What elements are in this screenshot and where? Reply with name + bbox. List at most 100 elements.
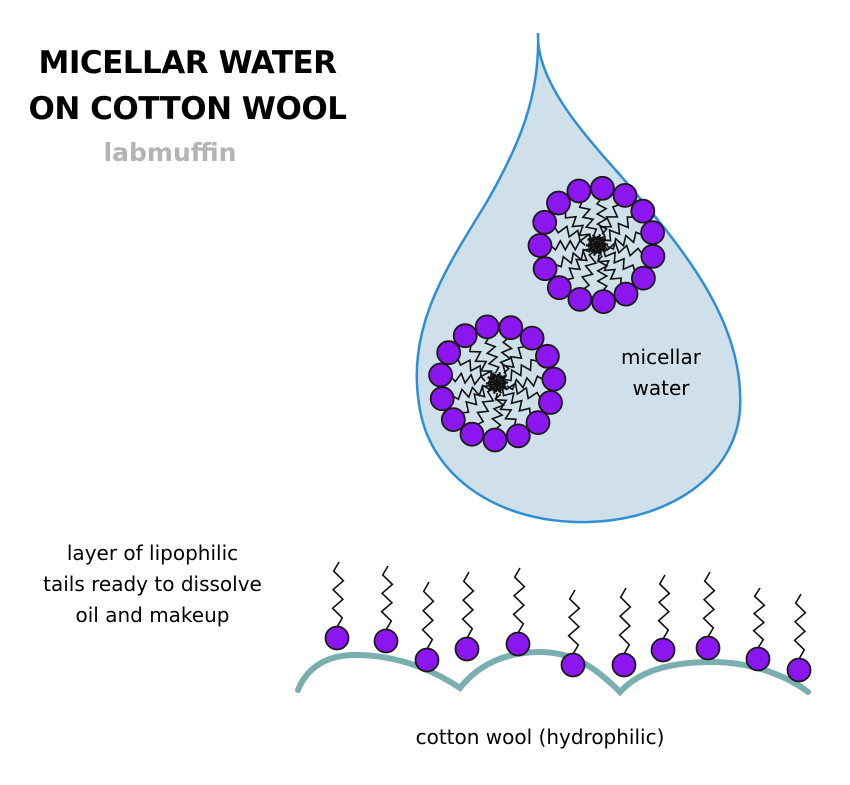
cotton-wool-surface — [295, 648, 811, 697]
hydrophilic-head — [786, 657, 812, 683]
lipophilic-tail — [554, 248, 591, 268]
lipophilic-tail — [618, 587, 632, 655]
hydrophilic-head — [459, 421, 485, 447]
lipophilic-tail — [490, 393, 506, 431]
lipophilic-tail — [503, 358, 539, 382]
lipophilic-tail — [484, 336, 500, 374]
hydrophilic-head — [373, 628, 399, 654]
hydrophilic-head — [440, 407, 466, 433]
hydrophilic-head — [541, 366, 567, 392]
title-line-2: ON COTTON WOOL — [28, 91, 347, 127]
hydrophilic-head — [640, 243, 666, 269]
hydrophilic-head — [612, 182, 638, 208]
surface-surfactant — [454, 571, 480, 662]
surface-surfactant — [324, 561, 350, 651]
lipophilic-tail — [603, 216, 635, 242]
hydrophilic-head — [452, 323, 478, 349]
surface-surfactant — [414, 581, 440, 673]
hydrophilic-head — [505, 423, 531, 449]
hydrophilic-head — [567, 286, 593, 312]
water-droplet — [415, 32, 742, 524]
hydrophilic-head — [519, 325, 545, 351]
surface-surfactant — [560, 589, 586, 678]
cotton-wool-label: cotton wool (hydrophilic) — [415, 725, 665, 749]
surface-surfactant — [373, 565, 399, 654]
hydrophilic-head — [546, 275, 572, 301]
lipophilic-tail — [456, 357, 495, 379]
hydrophilic-head — [525, 410, 551, 436]
lipophilic-tail — [606, 231, 643, 251]
micelle-core-tail — [492, 375, 507, 394]
lipophilic-tail — [468, 344, 493, 379]
micelles — [428, 175, 666, 453]
hydrophilic-head — [613, 281, 639, 307]
surface-surfactant — [695, 571, 721, 661]
hydrophilic-head — [474, 314, 500, 340]
hydrophilic-head — [505, 631, 531, 657]
micellar-water-label-line-2: water — [632, 376, 690, 400]
hydrophilic-head — [546, 190, 571, 216]
hydrophilic-head — [560, 652, 586, 678]
lipophilic-tail — [331, 561, 345, 628]
hydrophilic-head — [631, 265, 656, 291]
lipophilic-tail — [421, 581, 435, 650]
hydrophilic-head — [591, 289, 616, 315]
lipophilic-layer-label-line-3: oil and makeup — [75, 603, 230, 627]
lipophilic-layer-label-line-2: tails ready to dissolve — [43, 572, 262, 596]
diagram-title: MICELLAR WATER ON COTTON WOOL — [0, 40, 375, 132]
hydrophilic-head — [590, 175, 615, 201]
lipophilic-tail — [580, 250, 598, 291]
surface-surfactants — [324, 561, 812, 683]
lipophilic-layer-label-line-1: layer of lipophilic — [66, 541, 239, 565]
lipophilic-tail — [657, 574, 671, 640]
hydrophilic-head — [429, 386, 455, 412]
lipophilic-tail — [380, 565, 394, 631]
hydrophilic-head — [535, 343, 560, 369]
surface-surfactant — [786, 593, 812, 683]
hydrophilic-head — [538, 390, 563, 415]
lipophilic-tail — [461, 571, 475, 639]
hydrophilic-head — [745, 646, 771, 672]
lipophilic-tail — [595, 198, 608, 235]
lipophilic-tail — [602, 249, 636, 273]
lipophilic-tail — [567, 589, 581, 655]
lipophilic-tail — [512, 567, 526, 634]
lipophilic-tail — [498, 337, 514, 374]
lipophilic-tail — [502, 382, 542, 400]
surface-surfactant — [611, 587, 637, 678]
surface-surfactant — [650, 574, 676, 663]
lipophilic-tail — [578, 200, 598, 236]
hydrophilic-head — [527, 233, 553, 258]
hydrophilic-head — [611, 652, 637, 678]
lipophilic-tail — [596, 255, 609, 292]
hydrophilic-head — [566, 178, 592, 204]
hydrophilic-head — [650, 637, 676, 663]
lipophilic-tail — [793, 593, 807, 660]
title-line-1: MICELLAR WATER — [38, 45, 337, 81]
hydrophilic-head — [324, 625, 350, 651]
lipophilic-tail — [498, 345, 526, 379]
lipophilic-tail — [549, 239, 586, 252]
hydrophilic-head — [695, 635, 721, 661]
hydrophilic-head — [454, 636, 480, 662]
micellar-water-label-line-1: micellar — [621, 345, 701, 369]
lipophilic-tail — [564, 210, 591, 242]
hydrophilic-head — [532, 209, 558, 235]
hydrophilic-head — [428, 362, 454, 388]
hydrophilic-head — [640, 220, 665, 246]
micelle — [527, 175, 666, 315]
hydrophilic-head — [498, 315, 524, 341]
surface-surfactant — [505, 567, 531, 657]
hydrophilic-head — [630, 198, 656, 224]
surface-surfactant — [745, 587, 771, 672]
lipophilic-layer-label: layer of lipophilic tails ready to disso… — [0, 538, 305, 631]
micelle-core-tail — [592, 237, 607, 256]
micelle — [428, 314, 567, 453]
lipophilic-tail — [752, 587, 766, 649]
hydrophilic-head — [532, 256, 558, 282]
hydrophilic-head — [414, 647, 440, 673]
lipophilic-tail — [702, 571, 716, 638]
lipophilic-tail — [597, 203, 621, 240]
lipophilic-tail — [450, 371, 486, 387]
